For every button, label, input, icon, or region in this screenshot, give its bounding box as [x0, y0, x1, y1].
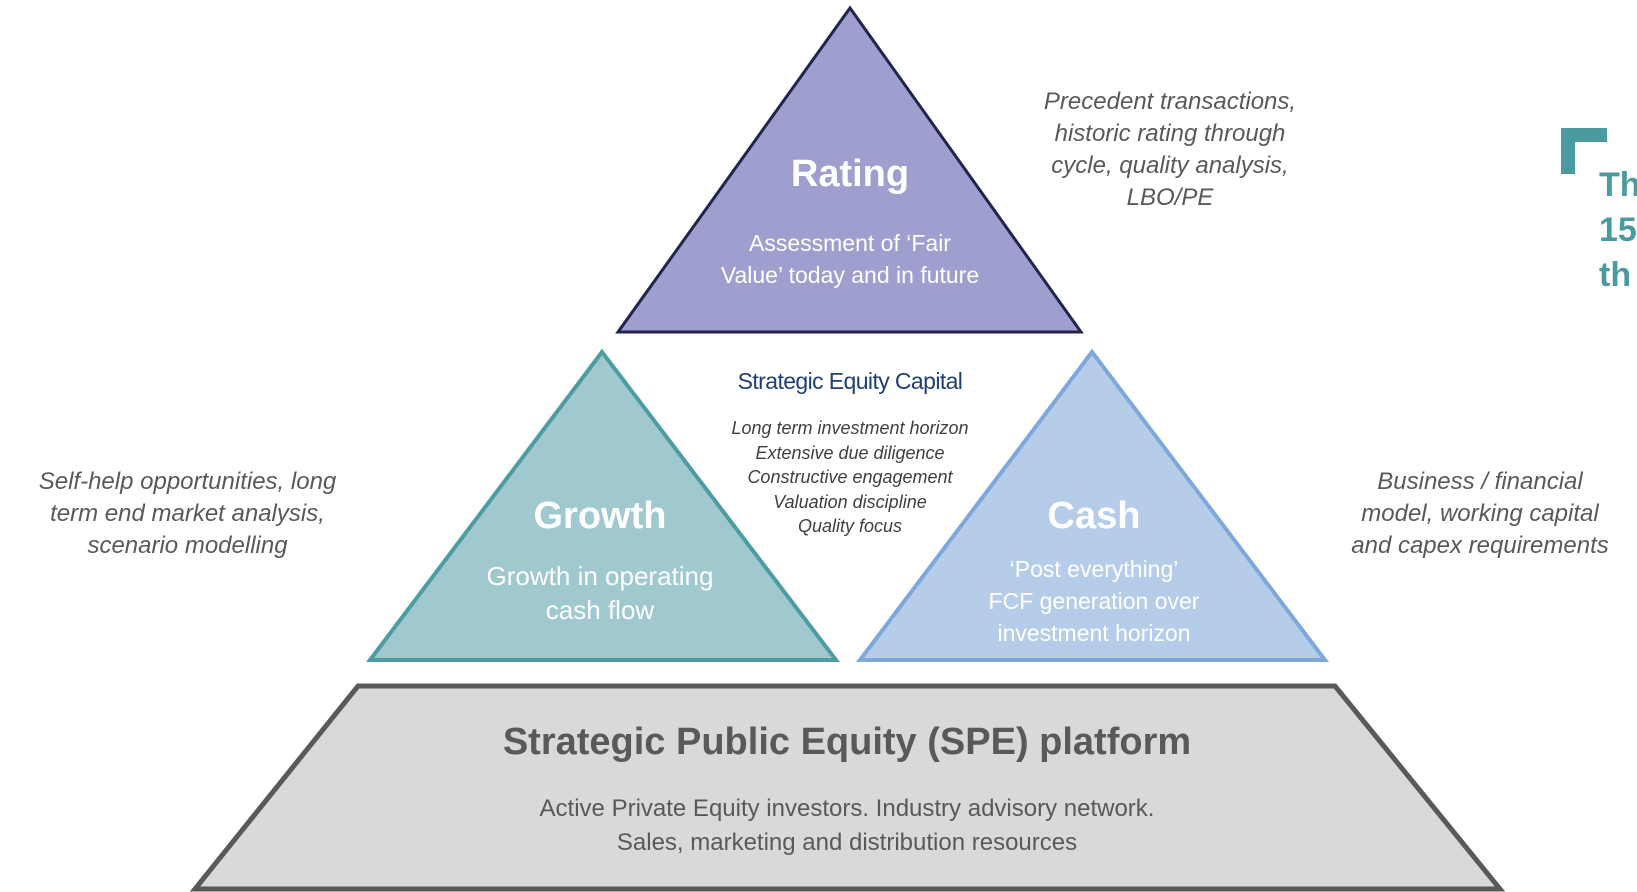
- callout-line: th: [1599, 256, 1632, 294]
- growth-triangle: [365, 348, 841, 662]
- cash-triangle: [855, 348, 1330, 662]
- callout-text: Th 15 th: [1599, 163, 1637, 298]
- rating-triangle: [615, 5, 1084, 334]
- note-line: model, working capital: [1361, 500, 1599, 527]
- rating-note: Precedent transactions, historic rating …: [1000, 86, 1340, 214]
- rating-line: Assessment of ‘Fair: [749, 230, 951, 256]
- growth-line: cash flow: [545, 595, 655, 625]
- growth-line: Growth in operating: [486, 561, 714, 591]
- note-line: historic rating through: [1054, 120, 1286, 147]
- growth-title: Growth: [533, 495, 667, 537]
- platform-line: Active Private Equity investors. Industr…: [539, 795, 1155, 822]
- rating-title: Rating: [790, 153, 910, 195]
- note-line: LBO/PE: [1126, 184, 1214, 211]
- note-line: and capex requirements: [1351, 532, 1609, 559]
- cash-line: investment horizon: [997, 620, 1191, 646]
- note-line: Precedent transactions,: [1043, 88, 1297, 115]
- cash-line: ‘Post everything’: [1009, 556, 1179, 582]
- platform-title: Strategic Public Equity (SPE) platform: [502, 721, 1192, 763]
- callout-line: 15: [1599, 211, 1637, 249]
- cash-note: Business / financial model, working capi…: [1325, 466, 1635, 562]
- note-line: cycle, quality analysis,: [1051, 152, 1289, 179]
- cash-title: Cash: [1047, 495, 1141, 537]
- platform-line: Sales, marketing and distribution resour…: [616, 829, 1078, 856]
- growth-note: Self-help opportunities, long term end m…: [0, 466, 375, 562]
- principles-list: Long term investment horizon Extensive d…: [690, 416, 1010, 539]
- principle-item: Valuation discipline: [773, 491, 927, 512]
- callout-line: Th: [1599, 166, 1637, 204]
- principle-item: Quality focus: [797, 516, 903, 536]
- note-line: scenario modelling: [87, 532, 288, 559]
- principle-item: Long term investment horizon: [731, 418, 969, 438]
- principle-item: Constructive engagement: [747, 467, 953, 487]
- cash-description: ‘Post everything’ FCF generation over in…: [944, 553, 1244, 649]
- cash-line: FCF generation over: [988, 588, 1200, 614]
- note-line: Self-help opportunities, long: [38, 468, 337, 495]
- platform-description: Active Private Equity investors. Industr…: [347, 792, 1347, 860]
- callout-bracket-icon: [1561, 128, 1607, 174]
- note-line: term end market analysis,: [50, 500, 325, 527]
- growth-description: Growth in operating cash flow: [450, 559, 750, 627]
- brand-logo: Strategic Equity Capital: [737, 368, 963, 394]
- note-line: Business / financial: [1377, 468, 1583, 495]
- platform-trapezoid: [189, 683, 1506, 892]
- rating-line: Value’ today and in future: [720, 262, 980, 288]
- principle-item: Extensive due diligence: [755, 442, 945, 463]
- rating-description: Assessment of ‘Fair Value’ today and in …: [680, 227, 1020, 291]
